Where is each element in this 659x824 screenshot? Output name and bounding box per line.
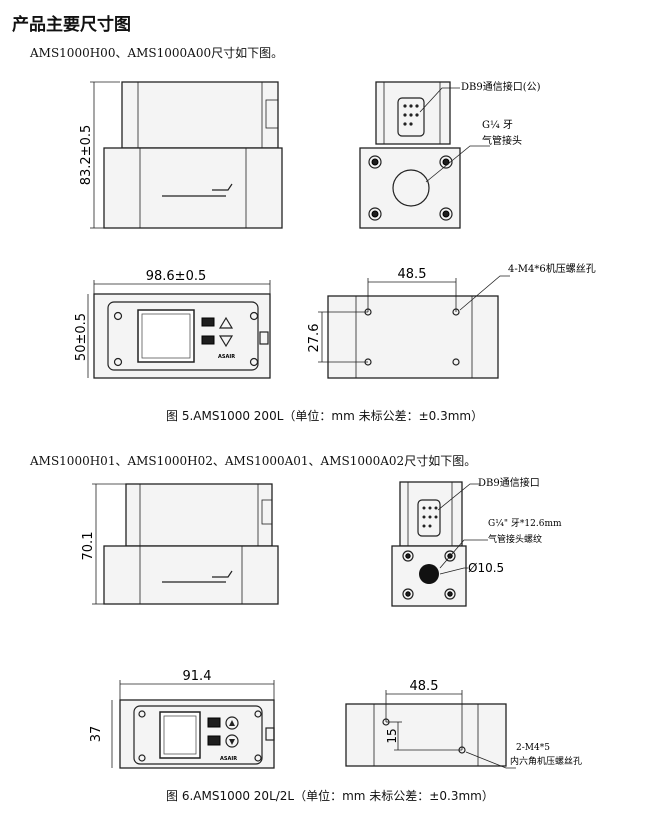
section2-drawing: 70.1 DB9通信接口 G¼" 牙*12.6mm 气管接头螺纹 Ø10.5 9… xyxy=(81,476,582,769)
brand-logo-2: ASAIR xyxy=(220,756,237,762)
dim-hole-x-1: 48.5 xyxy=(398,267,427,282)
dim-hole-y-1: 27.6 xyxy=(307,324,322,353)
end-view-1: DB9通信接口(公) G¼ 牙 气管接头 xyxy=(359,80,541,229)
page-title: 产品主要尺寸图 xyxy=(12,15,131,35)
db9-connector-2 xyxy=(417,499,441,537)
enter-button-2 xyxy=(207,735,221,746)
dim-height-2: 70.1 xyxy=(81,532,96,561)
lcd-screen-1 xyxy=(137,309,195,363)
label-thread-1: G¼ 牙 xyxy=(482,119,513,131)
dim-width-2: 37 xyxy=(89,726,104,743)
db9-connector-1 xyxy=(397,97,425,137)
section2-subtitle: AMS1000H01、AMS1000H02、AMS1000A01、AMS1000… xyxy=(30,454,477,468)
enter-button-1 xyxy=(201,335,215,345)
label-fitting-2: 气管接头螺纹 xyxy=(488,533,542,545)
label-db9-2: DB9通信接口 xyxy=(478,476,540,489)
label-fitting-1: 气管接头 xyxy=(482,134,522,147)
dim-length-1: 98.6±0.5 xyxy=(146,269,207,284)
brand-logo-1: ASAIR xyxy=(218,354,235,360)
dim-bore-2: Ø10.5 xyxy=(468,561,504,575)
down-arrow-icon xyxy=(218,335,234,348)
dim-hole-x-2: 48.5 xyxy=(410,679,439,694)
top-view-2: 91.4 ASAIR 37 xyxy=(89,669,275,769)
section1-subtitle: AMS1000H00、AMS1000A00尺寸如下图。 xyxy=(30,46,284,60)
bottom-view-2: 48.5 15 2-M4*5 内六角机压螺丝孔 xyxy=(345,679,582,769)
dim-hole-y-2: 15 xyxy=(385,728,399,743)
bottom-view-1: 48.5 27.6 4-M4*6机压螺丝孔 xyxy=(307,262,596,379)
dim-height-1: 83.2±0.5 xyxy=(79,125,94,186)
fitting-port-2 xyxy=(419,564,439,584)
label-db9-1: DB9通信接口(公) xyxy=(461,80,541,93)
fitting-port-1 xyxy=(392,169,430,207)
label-screw-1: 4-M4*6机压螺丝孔 xyxy=(508,262,596,275)
down-button-2 xyxy=(225,734,239,748)
label-screw-2a: 2-M4*5 xyxy=(516,743,550,753)
section1-caption: 图 5.AMS1000 200L（单位：mm 未标公差：±0.3mm） xyxy=(166,409,484,423)
label-thread-2: G¼" 牙*12.6mm xyxy=(488,518,562,529)
side-view-1: 83.2±0.5 xyxy=(79,81,283,229)
menu-button-2 xyxy=(207,717,221,728)
dim-width-1: 50±0.5 xyxy=(74,313,89,361)
section1-drawing: 83.2±0.5 DB9通信接口(公) G¼ 牙 气管接头 98.6±0.5 xyxy=(74,80,596,379)
side-view-2: 70.1 xyxy=(81,483,279,605)
menu-button-1 xyxy=(201,317,215,327)
up-arrow-icon xyxy=(218,316,234,329)
section2-caption: 图 6.AMS1000 20L/2L（单位：mm 未标公差：±0.3mm） xyxy=(166,789,494,803)
top-view-1: 98.6±0.5 ASAIR 50±0.5 xyxy=(74,269,271,379)
lcd-screen-2 xyxy=(159,711,201,759)
dim-length-2: 91.4 xyxy=(183,669,212,684)
label-screw-2b: 内六角机压螺丝孔 xyxy=(510,755,582,767)
end-view-2: DB9通信接口 G¼" 牙*12.6mm 气管接头螺纹 Ø10.5 xyxy=(391,476,562,607)
up-button-2 xyxy=(225,716,239,730)
